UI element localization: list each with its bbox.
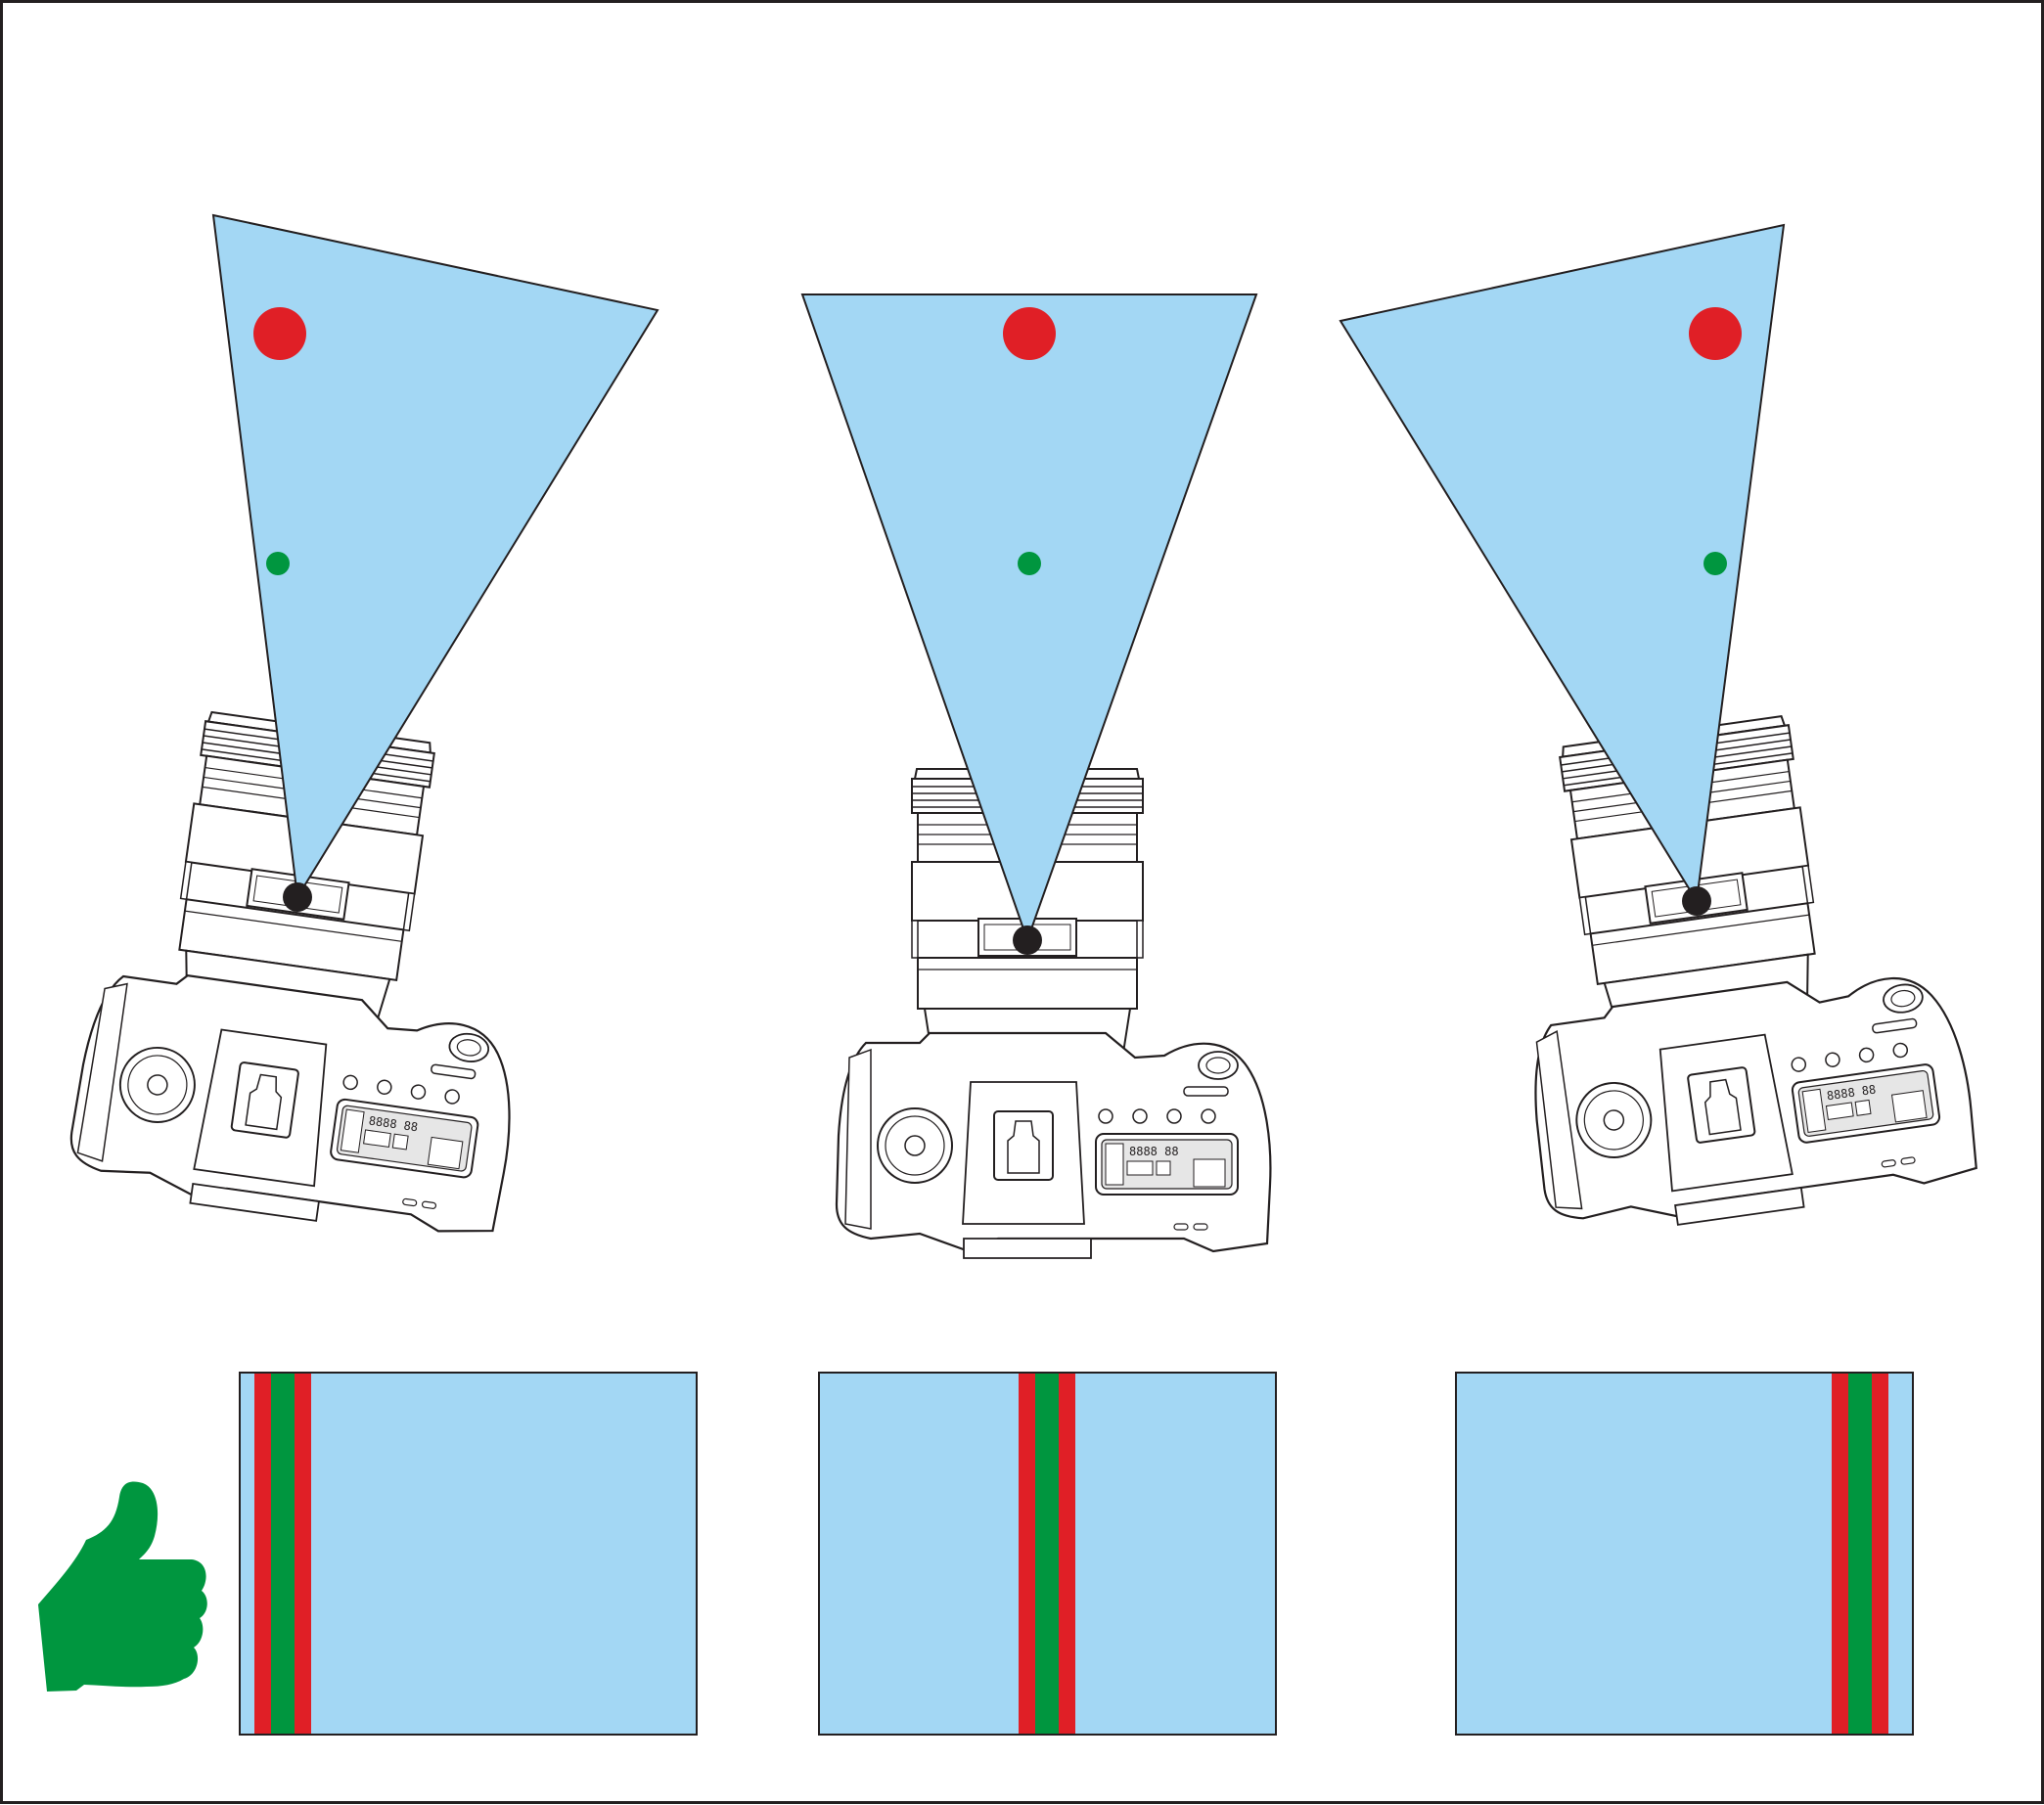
frame-right (1455, 1372, 1914, 1736)
field-of-view-center (800, 293, 1258, 944)
field-of-view-left (211, 213, 659, 900)
nodal-point-dot (1013, 925, 1042, 955)
frame-center (818, 1372, 1277, 1736)
scene-rotate-right (1339, 223, 1983, 1244)
scene-rotate-left (63, 213, 659, 1247)
scene-center (800, 293, 1272, 1260)
nodal-point-dot (283, 882, 312, 912)
field-of-view-right (1339, 223, 1786, 904)
far-subject-dot (1003, 307, 1056, 360)
thumbs-up-icon (38, 1481, 207, 1692)
nodal-point-dot (1682, 886, 1711, 916)
far-subject-dot (253, 307, 306, 360)
far-subject-dot (1689, 307, 1742, 360)
near-subject-dot (266, 552, 290, 575)
near-subject-dot (1703, 552, 1727, 575)
near-subject-dot (1018, 552, 1041, 575)
frame-left (239, 1372, 698, 1736)
